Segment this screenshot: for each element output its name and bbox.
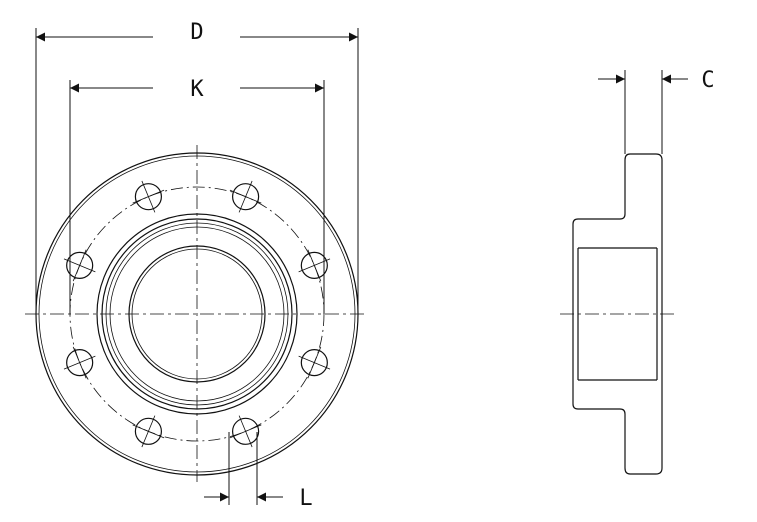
bolt-hole (298, 346, 331, 379)
bolt-holes (63, 180, 331, 448)
bolt-hole-tangent-mark (72, 346, 87, 379)
bolt-hole-circle (66, 251, 94, 279)
bolt-hole-tangent-mark (72, 249, 87, 282)
bolt-hole-circle (300, 251, 328, 279)
bolt-hole (229, 415, 262, 448)
bolt-hole-circle (66, 349, 94, 377)
bolt-hole (132, 415, 165, 448)
bolt-hole-tangent-mark (132, 424, 165, 439)
front-view (25, 145, 368, 482)
dimension-c: C (598, 68, 715, 154)
bolt-hole-tangent-mark (307, 346, 322, 379)
k-label: K (190, 77, 204, 102)
side-profile-outline (572, 153, 663, 475)
bolt-hole (298, 249, 331, 282)
bolt-hole (63, 346, 96, 379)
bolt-hole-circle (232, 183, 260, 211)
bolt-hole (63, 249, 96, 282)
bolt-hole (132, 180, 165, 213)
d-label: D (190, 20, 203, 45)
bolt-hole-tangent-mark (229, 424, 262, 439)
bolt-hole (229, 180, 262, 213)
bolt-hole-circle (134, 417, 162, 445)
dimension-l: L (204, 432, 313, 511)
bolt-hole-tangent-mark (229, 189, 262, 204)
bolt-hole-circle (232, 417, 260, 445)
side-view (560, 153, 676, 475)
dimension-k: K (69, 77, 325, 314)
bolt-hole-tangent-mark (132, 189, 165, 204)
dimension-d: D (35, 20, 359, 314)
bolt-hole-tangent-mark (307, 249, 322, 282)
c-label: C (701, 68, 714, 93)
l-label: L (299, 486, 312, 511)
bolt-hole-circle (300, 349, 328, 377)
bolt-hole-circle (134, 183, 162, 211)
